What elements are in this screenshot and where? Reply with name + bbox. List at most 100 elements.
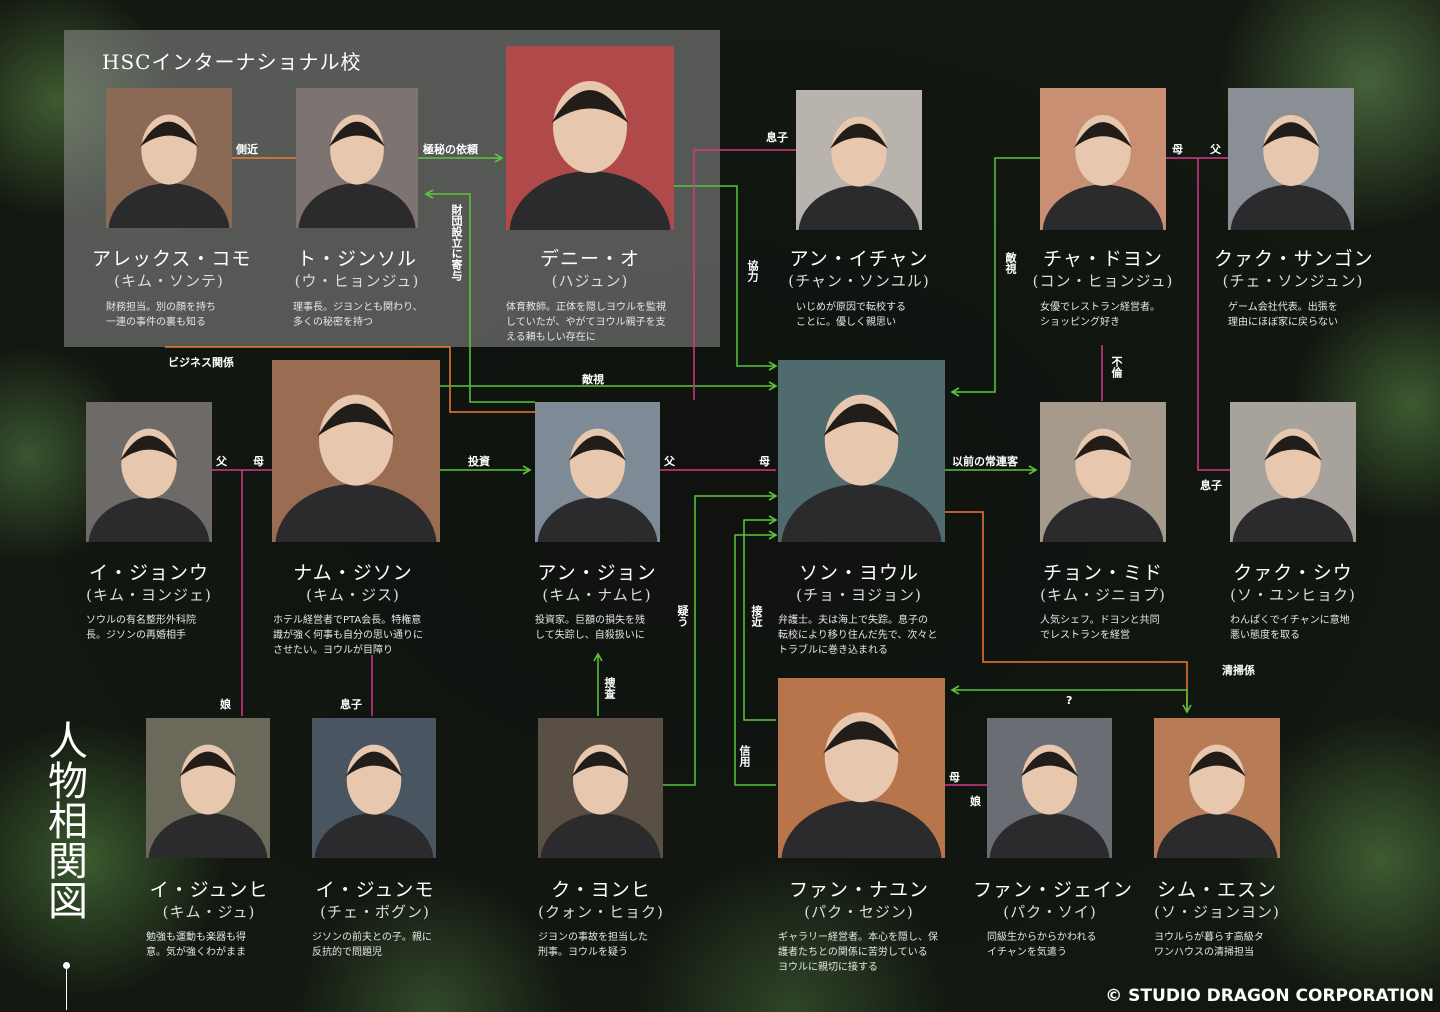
rel-musuko2: 息子 — [1200, 479, 1222, 492]
portrait-junhee — [146, 718, 270, 858]
name-junhee: イ・ジュンヒ — [149, 879, 269, 901]
portrait-jeon — [535, 402, 660, 542]
line-siu-son — [1197, 158, 1230, 471]
line-ichan-son — [693, 149, 796, 400]
portrait-body — [275, 483, 437, 542]
rel-ijou: 以前の常連客 — [952, 455, 1018, 468]
rel-chichi3: 父 — [664, 455, 675, 468]
chart-title: 人物相関図 — [41, 720, 87, 920]
portrait-body — [1042, 497, 1164, 542]
portrait-body — [798, 185, 920, 230]
portrait-body — [88, 497, 210, 542]
line-zaidan — [424, 189, 471, 230]
rel-utagau: 疑う — [676, 605, 689, 627]
portrait-hair — [317, 403, 395, 437]
name-yeoul: ソン・ヨウル — [798, 562, 919, 584]
line-utagau — [663, 491, 778, 786]
desc-nayun: ギャラリー経営者。本心を隠し、保護者たちとの関係に苦労しているヨウルに親切に接す… — [778, 932, 938, 973]
rel-musume2: 娘 — [970, 795, 981, 808]
name-ichan: アン・イチャン — [789, 248, 929, 270]
rel-chichi2: 父 — [216, 455, 227, 468]
desc-yonhee: ジヨンの事故を担当した刑事。ヨウルを疑う — [538, 932, 648, 958]
portrait-yeoul — [778, 360, 945, 542]
desc-denny: 体育教師。正体を隠しヨウルを監視していたが、やがてヨウル親子を支える頼もしい存在… — [506, 302, 666, 343]
portrait-jeongwoo — [86, 402, 212, 542]
portrait-body — [540, 813, 661, 858]
portrait-ichan — [796, 90, 922, 230]
desc-jein: 同級生からからかわれるイチャンを気遣う — [987, 932, 1097, 958]
portrait-hair — [1020, 751, 1079, 777]
name-denny: デニー・オ — [539, 248, 640, 270]
rel-question: ? — [1066, 694, 1073, 707]
portrait-junmo — [312, 718, 436, 858]
actor-junmo: (チェ・ボグン) — [320, 903, 430, 921]
rel-chichi1: 父 — [1210, 143, 1221, 156]
name-jiseon: ナム・ジソン — [293, 562, 413, 584]
portrait-body — [781, 800, 942, 858]
desc-ichan: いじめが原因で転校することに。優しく親思い — [796, 302, 906, 328]
rel-zaidan: 財団設立に寄与 — [450, 204, 463, 281]
rel-kyoryoku: 協力 — [746, 260, 759, 282]
title-rule — [66, 966, 67, 1010]
desc-eunsun: ヨウルらが暮らす高級タワンハウスの清掃担当 — [1154, 932, 1264, 958]
portrait-jiseon — [272, 360, 440, 542]
photo-alex — [106, 88, 232, 228]
portrait-hair — [120, 435, 178, 461]
portrait-body — [537, 497, 658, 542]
portrait-hair — [1074, 435, 1132, 461]
actor-yonhee: (クォン・ヒョク) — [538, 903, 664, 921]
desc-jiseon: ホテル経営者でPTA会長。特権意識が強く何事も自分の思い通りにさせたい。ヨウルが… — [273, 615, 423, 656]
photo-jein — [987, 718, 1112, 858]
photo-siu — [1230, 402, 1356, 542]
desc-mido: 人気シェフ。ドヨンと共同でレストランを経営 — [1040, 615, 1160, 641]
portrait-body — [1156, 813, 1278, 858]
photo-yonhee — [538, 718, 663, 858]
desc-jeon: 投資家。巨額の損失を残して失踪し、自殺扱いに — [535, 615, 645, 641]
rel-sokkin: 側近 — [236, 143, 258, 156]
photo-jeon — [535, 402, 660, 542]
desc-junmo: ジソンの前夫との子。親に反抗的で問題児 — [312, 932, 432, 958]
actor-jeon: (キム・ナムヒ) — [542, 586, 652, 604]
photo-jiseon — [272, 360, 440, 542]
actor-ichan: (チャン・ソンユル) — [788, 272, 930, 290]
rel-musuko3: 息子 — [340, 698, 362, 711]
rel-business: ビジネス関係 — [168, 356, 234, 369]
portrait-hair — [551, 90, 629, 124]
actor-doyeon: (コン・ヒョンジュ) — [1032, 272, 1174, 290]
portrait-hair — [823, 721, 900, 754]
desc-yeoul: 弁護士。夫は海上で失踪。息子の転校により移り住んだ先で、次々とトラブルに巻き込ま… — [778, 615, 938, 656]
rel-gokuhi: 極秘の依頼 — [423, 143, 478, 156]
photo-to — [296, 88, 418, 228]
portrait-alex — [106, 88, 232, 228]
desc-to: 理事長。ジヨンとも関わり、多くの秘密を持つ — [293, 302, 423, 328]
line-tekishi-v — [950, 157, 1040, 397]
name-mido: チョン・ミド — [1042, 562, 1163, 584]
name-jeon: アン・ジョン — [537, 562, 657, 584]
actor-siu: (ソ・ユンヒョク) — [1230, 586, 1356, 604]
title-dot — [63, 962, 70, 969]
portrait-body — [781, 483, 942, 542]
portrait-body — [1232, 497, 1354, 542]
rel-musume1: 娘 — [220, 698, 231, 711]
portrait-body — [1042, 184, 1164, 230]
portrait-nayun — [778, 678, 945, 858]
desc-jeongwoo: ソウルの有名整形外科院長。ジソンの再婚相手 — [86, 615, 196, 641]
actor-junhee: (キム・ジュ) — [162, 903, 256, 921]
actor-sangon: (チェ・ソンジュン) — [1222, 272, 1364, 290]
actor-jeongwoo: (キム・ヨンジェ) — [86, 586, 212, 604]
actor-jiseon: (キム・ジス) — [306, 586, 400, 604]
photo-junmo — [312, 718, 436, 858]
rel-tekishi-v: 敵視 — [1004, 252, 1017, 274]
rel-haha1: 母 — [1172, 143, 1183, 156]
actor-mido: (キム・ジニョプ) — [1040, 586, 1166, 604]
rel-toushi: 投資 — [468, 455, 490, 468]
photo-denny — [506, 46, 674, 230]
portrait-body — [298, 183, 416, 228]
portrait-hair — [179, 751, 237, 777]
rel-seisou: 清掃係 — [1222, 664, 1255, 677]
actor-nayun: (パク・セジン) — [804, 903, 914, 921]
photo-eunsun — [1154, 718, 1280, 858]
line-business — [165, 346, 535, 413]
